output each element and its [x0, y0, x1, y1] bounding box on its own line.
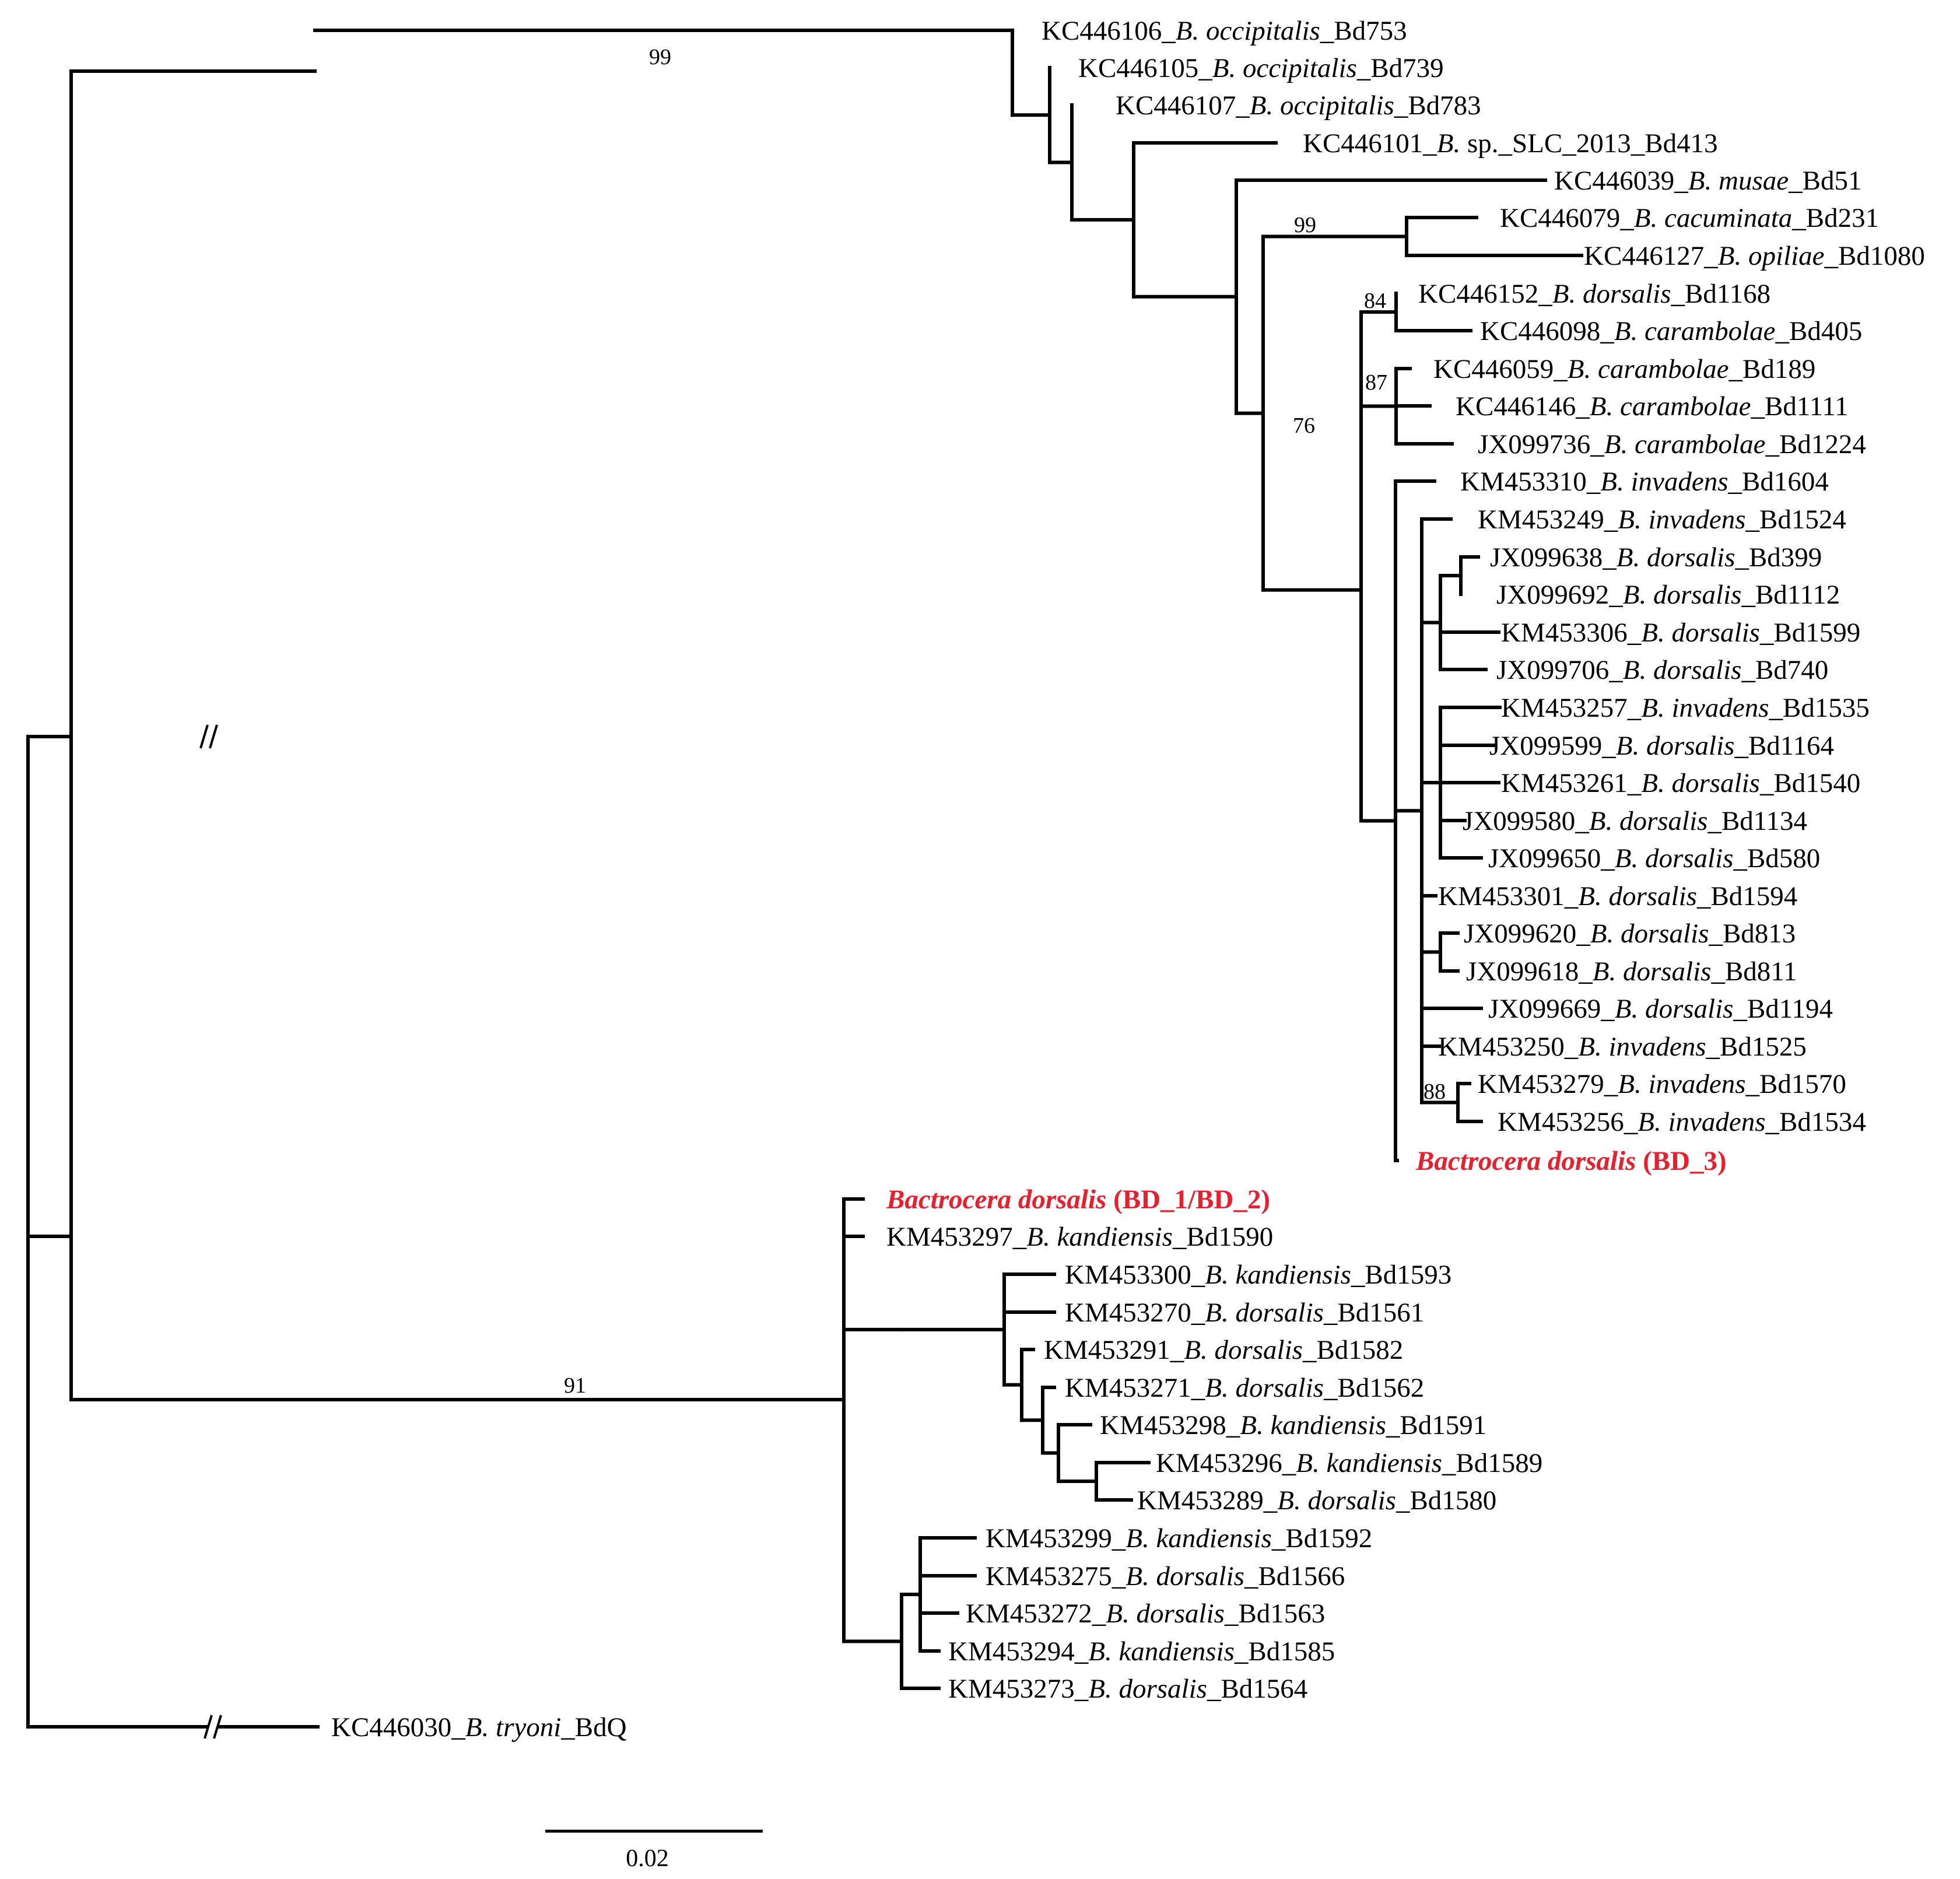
- tip-label: KC446152_B. dorsalis_Bd1168: [1418, 279, 1770, 309]
- break-mark-outgroup: [204, 1715, 222, 1739]
- tip-label: KC446107_B. occipitalis_Bd783: [1116, 90, 1481, 121]
- tip-labels: KC446106_B. occipitalis_Bd753KC446105_B.…: [331, 16, 1925, 1743]
- tip-label: KC446146_B. carambolae_Bd1111: [1456, 391, 1849, 422]
- tip-label: JX099638_B. dorsalis_Bd399: [1490, 542, 1822, 573]
- tip-label: KM453271_B. dorsalis_Bd1562: [1065, 1373, 1424, 1403]
- tip-label: KM453250_B. invadens_Bd1525: [1438, 1032, 1807, 1062]
- tip-label: KM453261_B. dorsalis_Bd1540: [1501, 768, 1860, 798]
- tip-label: KM453299_B. kandiensis_Bd1592: [986, 1523, 1372, 1554]
- tip-label: KM453294_B. kandiensis_Bd1585: [948, 1636, 1335, 1667]
- tip-label: JX099706_B. dorsalis_Bd740: [1496, 655, 1828, 685]
- tip-label: KM453298_B. kandiensis_Bd1591: [1100, 1410, 1486, 1440]
- tip-label: KC446079_B. cacuminata_Bd231: [1500, 203, 1879, 233]
- tip-label: KC446059_B. carambolae_Bd189: [1433, 354, 1815, 384]
- tip-label: KC446101_B. sp._SLC_2013_Bd413: [1303, 128, 1718, 159]
- bootstrap-value: 99: [649, 45, 671, 69]
- tip-label: KM453291_B. dorsalis_Bd1582: [1044, 1335, 1403, 1365]
- bootstrap-value: 99: [1294, 213, 1316, 237]
- tip-label: KM453272_B. dorsalis_Bd1563: [966, 1598, 1325, 1629]
- tip-label: JX099669_B. dorsalis_Bd1194: [1488, 994, 1833, 1024]
- tip-label: JX099650_B. dorsalis_Bd580: [1488, 843, 1820, 874]
- bootstrap-value: 87: [1365, 370, 1387, 395]
- tip-label: KM453249_B. invadens_Bd1524: [1478, 504, 1846, 535]
- tip-label: KM453310_B. invadens_Bd1604: [1460, 467, 1829, 497]
- tip-label: KM453275_B. dorsalis_Bd1566: [986, 1561, 1345, 1591]
- tip-label: KM453256_B. invadens_Bd1534: [1498, 1107, 1866, 1137]
- tip-label: KM453279_B. invadens_Bd1570: [1478, 1069, 1846, 1099]
- bootstrap-value: 91: [564, 1373, 586, 1398]
- tip-label-highlighted: Bactrocera dorsalis (BD_1/BD_2): [886, 1184, 1270, 1215]
- tip-label: KM453297_B. kandiensis_Bd1590: [886, 1222, 1273, 1252]
- tip-label: KM453300_B. kandiensis_Bd1593: [1065, 1260, 1451, 1290]
- tip-label: KM453257_B. invadens_Bd1535: [1501, 693, 1870, 723]
- tree-branches: [26, 29, 1583, 1729]
- tip-label: KM453296_B. kandiensis_Bd1589: [1156, 1448, 1542, 1478]
- scale-bar-label: 0.02: [626, 1845, 669, 1872]
- tip-label: KM453289_B. dorsalis_Bd1580: [1137, 1485, 1496, 1516]
- scale-bar: 0.02: [545, 1829, 763, 1872]
- long-branch-break-marks: [199, 724, 222, 1739]
- bootstrap-value: 88: [1423, 1079, 1446, 1104]
- tip-label: JX099580_B. dorsalis_Bd1134: [1463, 806, 1807, 836]
- tip-label: KC446098_B. carambolae_Bd405: [1480, 316, 1862, 346]
- tip-label: JX099736_B. carambolae_Bd1224: [1478, 429, 1866, 460]
- tip-label: KC446105_B. occipitalis_Bd739: [1078, 53, 1444, 83]
- tip-label: KC446106_B. occipitalis_Bd753: [1042, 16, 1407, 46]
- bootstrap-support-values: 99 99 84 87 76 88 91: [564, 45, 1446, 1398]
- bootstrap-value: 76: [1293, 413, 1315, 438]
- tip-label: JX099618_B. dorsalis_Bd811: [1466, 956, 1797, 987]
- tip-label: KC446039_B. musae_Bd51: [1554, 166, 1861, 196]
- tip-label: KM453301_B. dorsalis_Bd1594: [1438, 881, 1797, 912]
- tip-label: KC446127_B. opiliae_Bd1080: [1584, 241, 1925, 271]
- tip-label: JX099620_B. dorsalis_Bd813: [1464, 919, 1796, 949]
- tip-label: KC446030_B. tryoni_BdQ: [331, 1712, 627, 1743]
- tip-label: JX099599_B. dorsalis_Bd1164: [1489, 731, 1834, 761]
- tip-label-highlighted: Bactrocera dorsalis (BD_3): [1415, 1146, 1727, 1176]
- break-mark-ingroup: [199, 724, 218, 749]
- tip-label: KM453273_B. dorsalis_Bd1564: [948, 1674, 1307, 1704]
- tip-label: KM453306_B. dorsalis_Bd1599: [1501, 618, 1860, 648]
- bootstrap-value: 84: [1364, 289, 1386, 313]
- tip-label: JX099692_B. dorsalis_Bd1112: [1496, 580, 1840, 610]
- tip-label: KM453270_B. dorsalis_Bd1561: [1065, 1298, 1424, 1328]
